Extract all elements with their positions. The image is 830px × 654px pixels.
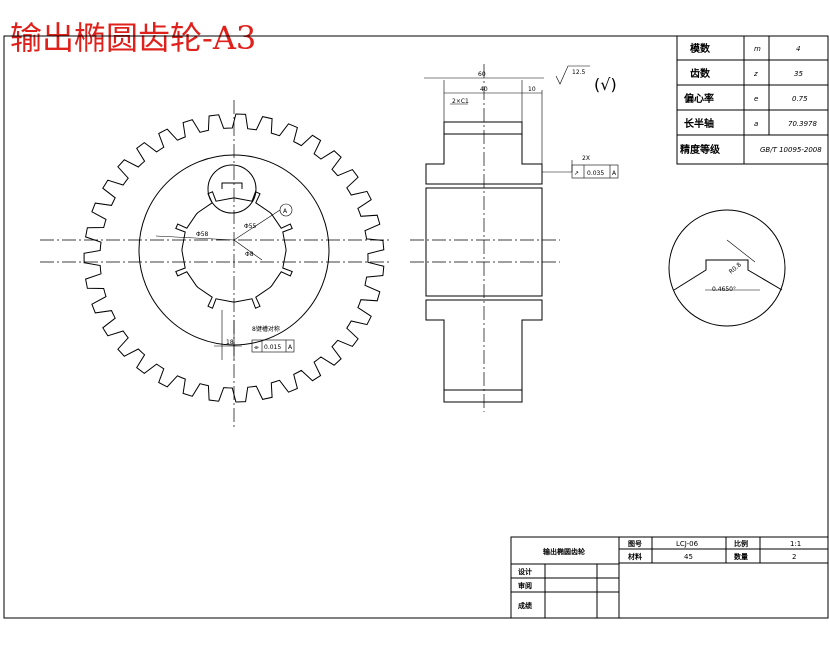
detail-width: 0.4650° [712,286,736,293]
title-design-label: 设计 [518,567,532,576]
eccentric-keyway [221,182,243,189]
runout-leader: 2X [582,155,590,162]
surface-finish: 12.5 (√) [555,65,617,94]
title-material: 45 [684,553,693,561]
drawing-title: 输出椭圆齿轮-A3 [10,19,257,57]
datum-circle [279,203,293,217]
title-drawing-no: LCJ-06 [676,540,699,548]
param-label-0: 模数 [690,42,711,55]
dim-d2: Φ55 [244,223,257,230]
section-view: 60 40 10 2×C1 2X ↗ 0.035 A [410,64,619,412]
param-label-4: 精度等级 [680,143,721,156]
dim-leader-d1 [155,235,235,241]
param-value-1: 35 [794,70,803,78]
param-value-4: GB/T 10095-2008 [760,146,822,154]
param-symbol-1: z [753,70,758,78]
tooth-tip-bottom [443,389,523,403]
title-qty-label: 数量 [734,552,748,561]
dim-d3: Φ8 [245,251,254,258]
title-grade-label: 成绩 [518,601,532,610]
dim-total: 60 [478,71,486,78]
param-symbol-3: a [754,120,758,128]
dim-hub: 40 [480,86,488,93]
title-block: 输出椭圆齿轮 图号 LCJ-06 比例 1:1 材料 45 数量 2 设计 审阅… [510,536,829,619]
dim-leader-d3 [233,239,263,261]
dim-d1: Φ58 [196,231,209,238]
dim-leader-d2 [233,209,281,241]
dim-step: 10 [528,86,536,93]
keyway-note: 8键槽对称 [252,325,280,333]
title-check-label: 审阅 [518,581,532,590]
param-label-2: 偏心率 [684,92,714,105]
symmetry-symbol: ⌯ [254,344,259,351]
title-qty: 2 [792,553,796,561]
param-label-1: 齿数 [690,67,711,80]
runout-tolerance-frame [571,164,619,179]
param-label-3: 长半轴 [684,117,714,130]
dim-offset: 18 [226,339,234,346]
spline-bore [175,191,293,309]
detail-radius: R0.8 [728,261,743,275]
runout-datum: A [612,170,617,177]
parameter-table: 模数 m 4 齿数 z 35 偏心率 e 0.75 长半轴 a 70.3978 … [676,35,829,165]
drawing-frame [3,35,829,619]
detail-circle [668,209,786,327]
detail-view: R0.8 0.4650° [668,209,786,327]
title-material-label: 材料 [627,552,642,561]
title-drawing-no-label: 图号 [628,539,642,548]
surface-finish-ra: 12.5 [572,69,586,76]
tooth-tip-top [443,121,523,135]
eccentric-hole [207,164,257,214]
title-part-name: 输出椭圆齿轮 [543,547,585,556]
param-value-0: 4 [796,45,800,53]
symmetry-value: 0.015 [264,344,281,351]
runout-value: 0.035 [587,170,604,177]
symmetry-tolerance-frame [251,339,295,353]
title-scale-label: 比例 [734,539,748,548]
surface-finish-other: (√) [594,75,617,94]
param-value-2: 0.75 [792,95,808,103]
param-symbol-0: m [754,45,761,53]
title-scale: 1:1 [790,540,801,548]
datum-label: A [283,208,288,215]
param-symbol-2: e [754,95,758,103]
detail-keyway-profile [673,259,783,291]
symmetry-datum: A [288,344,293,351]
gear-tooth-outline [83,113,385,403]
param-value-3: 70.3978 [788,120,817,128]
front-view: Φ58 Φ55 Φ8 A 18 8键槽对称 ⌯ 0.015 A [40,100,392,430]
runout-symbol: ↗ [574,170,579,177]
dim-chamfer: 2×C1 [452,98,469,105]
